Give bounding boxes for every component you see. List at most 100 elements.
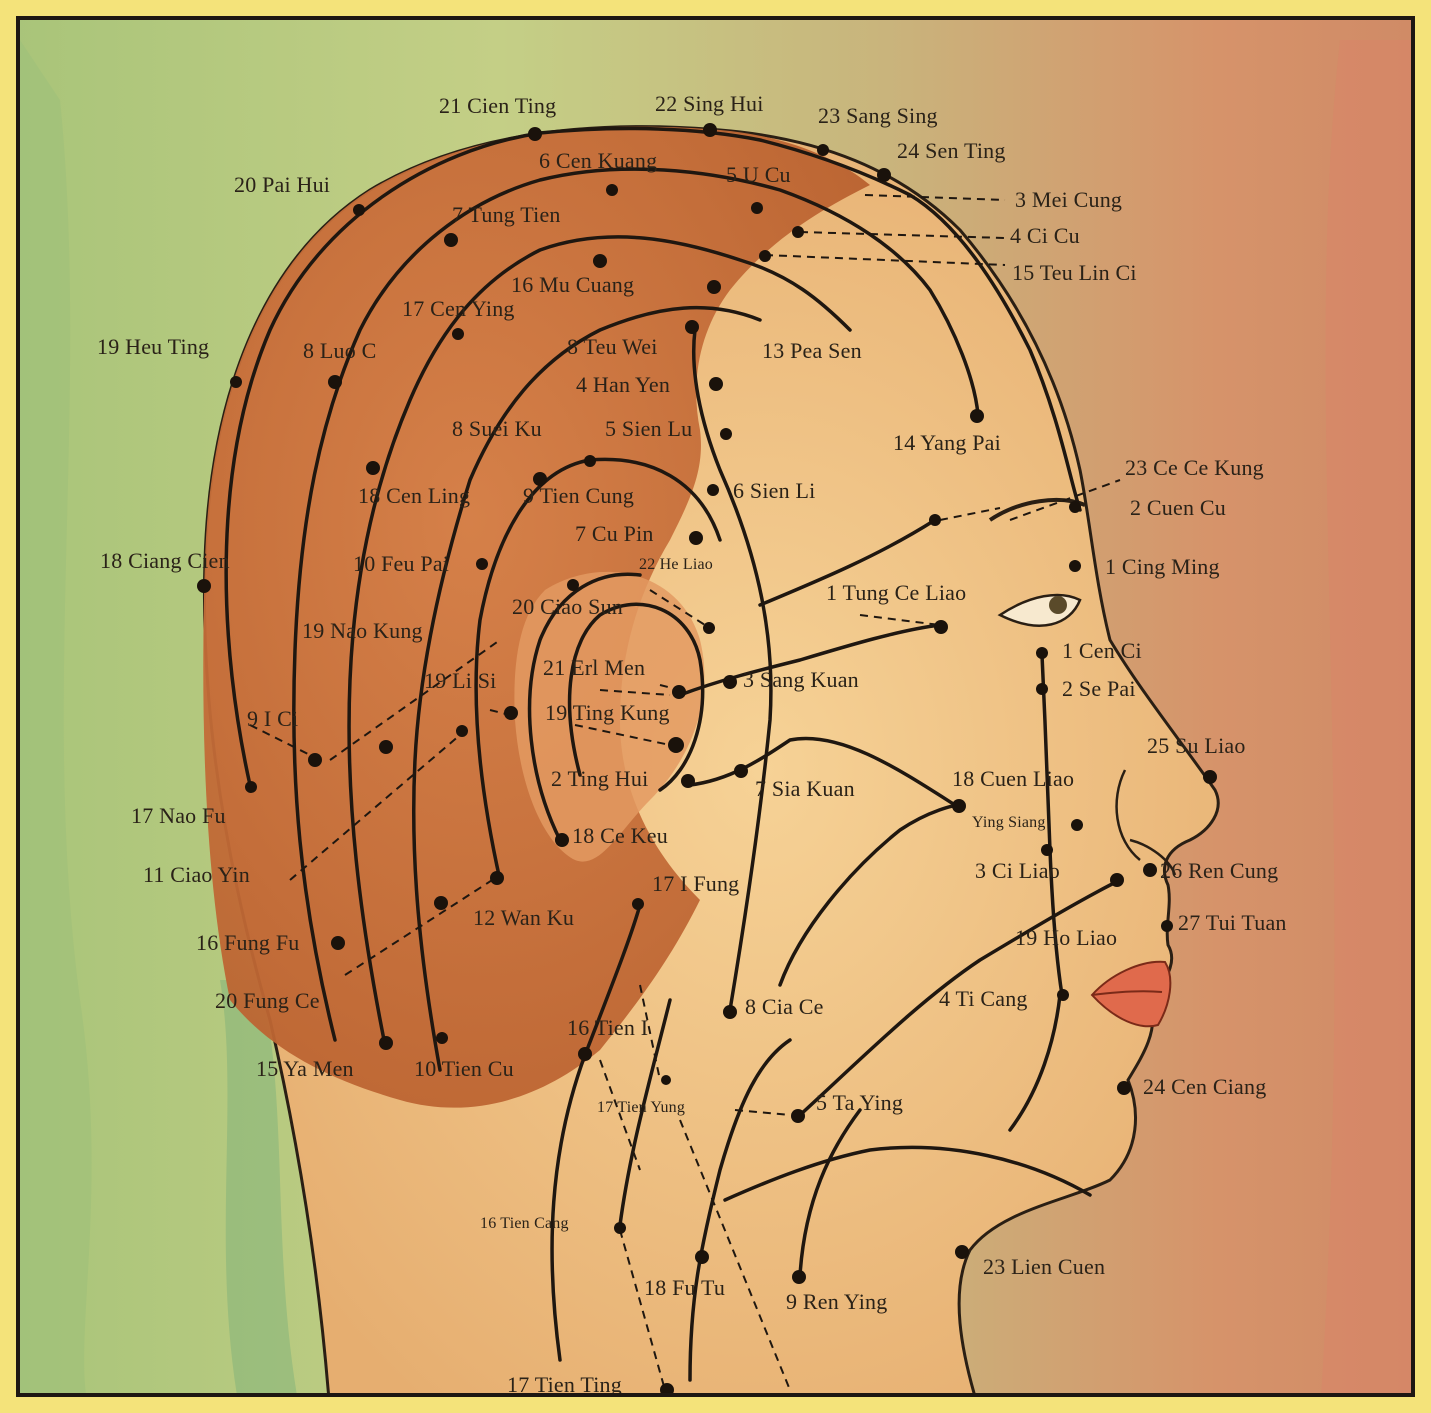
label-sien-lu: 5 Sien Lu <box>605 418 692 440</box>
point-dot <box>1071 819 1083 831</box>
label-i-ci: 9 I Ci <box>247 708 298 730</box>
label-ya-men: 15 Ya Men <box>256 1058 354 1080</box>
diagram-stage: 21 Cien Ting 22 Sing Hui 23 Sang Sing 24… <box>16 16 1415 1397</box>
label-cuen-cu: 2 Cuen Cu <box>1130 497 1226 519</box>
label-ciao-yin: 11 Ciao Yin <box>143 864 250 886</box>
label-wan-ku: 12 Wan Ku <box>473 907 574 929</box>
point-dot <box>681 774 695 788</box>
point-dot <box>707 280 721 294</box>
point-dot <box>328 375 342 389</box>
point-dot <box>452 328 464 340</box>
point-dot <box>668 737 684 753</box>
label-ciao-sun: 20 Ciao Sun <box>512 596 623 618</box>
point-dot <box>1117 1081 1131 1095</box>
label-ci-cu: 4 Ci Cu <box>1010 225 1080 247</box>
head-illustration <box>16 16 1415 1397</box>
point-dot <box>707 484 719 496</box>
point-dot <box>734 764 748 778</box>
label-su-liao: 25 Su Liao <box>1147 735 1246 757</box>
point-dot <box>1041 844 1053 856</box>
point-dot <box>436 1032 448 1044</box>
label-ci-liao: 3 Ci Liao <box>975 860 1060 882</box>
point-dot <box>1069 501 1081 513</box>
label-teu-lin-ci: 15 Teu Lin Ci <box>1012 262 1137 284</box>
point-dot <box>379 1036 393 1050</box>
label-pai-hui: 20 Pai Hui <box>234 174 330 196</box>
point-dot <box>660 1383 674 1397</box>
label-tui-tuan: 27 Tui Tuan <box>1178 912 1287 934</box>
point-dot <box>1203 770 1217 784</box>
label-heu-ting: 19 Heu Ting <box>97 336 209 358</box>
label-sen-ting: 24 Sen Ting <box>897 140 1006 162</box>
label-ta-ying: 5 Ta Ying <box>816 1092 903 1114</box>
point-dot <box>723 675 737 689</box>
point-dot <box>1057 989 1069 1001</box>
point-dot <box>955 1245 969 1259</box>
label-ti-cang: 4 Ti Cang <box>939 988 1028 1010</box>
point-dot <box>456 725 468 737</box>
label-mu-cuang: 16 Mu Cuang <box>511 274 634 296</box>
label-cuen-liao: 18 Cuen Liao <box>952 768 1074 790</box>
point-dot <box>952 799 966 813</box>
point-dot <box>593 254 607 268</box>
point-dot <box>1110 873 1124 887</box>
label-cen-ci: 1 Cen Ci <box>1062 640 1142 662</box>
point-dot <box>197 579 211 593</box>
point-dot <box>1069 560 1081 572</box>
point-dot <box>434 896 448 910</box>
point-dot <box>476 558 488 570</box>
label-u-cu: 5 U Cu <box>726 164 791 186</box>
point-dot <box>490 871 504 885</box>
point-dot <box>792 226 804 238</box>
label-ciang-cien: 18 Ciang Cien <box>100 550 230 572</box>
point-dot <box>578 1047 592 1061</box>
label-tung-ce-liao: 1 Tung Ce Liao <box>826 582 966 604</box>
point-dot <box>723 1005 737 1019</box>
label-cen-ying: 17 Cen Ying <box>402 298 515 320</box>
label-se-pai: 2 Se Pai <box>1062 678 1136 700</box>
point-dot <box>379 740 393 754</box>
point-dot <box>970 409 984 423</box>
point-dot <box>672 685 686 699</box>
label-ying-siang: Ying Siang <box>972 815 1046 831</box>
label-nao-fu: 17 Nao Fu <box>131 805 226 827</box>
label-i-fung: 17 I Fung <box>652 873 739 895</box>
label-cia-ce: 8 Cia Ce <box>745 996 824 1018</box>
label-tien-cang: 16 Tien Cang <box>480 1216 569 1232</box>
label-fung-ce: 20 Fung Ce <box>215 990 320 1012</box>
label-tien-i: 16 Tien I <box>567 1017 648 1039</box>
label-he-liao: 22 He Liao <box>639 557 713 573</box>
label-sang-sing: 23 Sang Sing <box>818 105 938 127</box>
point-dot <box>751 202 763 214</box>
point-dot <box>720 428 732 440</box>
point-dot <box>791 1109 805 1123</box>
label-tung-tien: 7 Tung Tien <box>452 204 561 226</box>
point-dot <box>584 455 596 467</box>
point-dot <box>632 898 644 910</box>
label-erl-men: 21 Erl Men <box>543 657 645 679</box>
label-luo-c: 8 Luo C <box>303 340 377 362</box>
point-dot <box>689 531 703 545</box>
label-cen-ciang: 24 Cen Ciang <box>1143 1076 1266 1098</box>
label-han-yen: 4 Han Yen <box>576 374 670 396</box>
label-lien-cuen: 23 Lien Cuen <box>983 1256 1105 1278</box>
label-tien-ting: 17 Tien Ting <box>507 1374 622 1396</box>
point-dot <box>709 377 723 391</box>
point-dot <box>1036 683 1048 695</box>
label-nao-kung: 19 Nao Kung <box>302 620 423 642</box>
label-ting-hui: 2 Ting Hui <box>551 768 648 790</box>
point-dot <box>703 622 715 634</box>
label-li-si: 19 Li Si <box>424 670 497 692</box>
point-dot <box>567 579 579 591</box>
point-dot <box>528 127 542 141</box>
point-dot <box>817 144 829 156</box>
point-dot <box>934 620 948 634</box>
diagram-frame: 21 Cien Ting 22 Sing Hui 23 Sang Sing 24… <box>16 16 1415 1397</box>
label-fung-fu: 16 Fung Fu <box>196 932 299 954</box>
label-cing-ming: 1 Cing Ming <box>1105 556 1220 578</box>
label-tien-cu: 10 Tien Cu <box>414 1058 514 1080</box>
label-sang-kuan: 3 Sang Kuan <box>743 669 859 691</box>
point-dot <box>685 320 699 334</box>
point-dot <box>1161 920 1173 932</box>
label-pea-sen: 13 Pea Sen <box>762 340 862 362</box>
